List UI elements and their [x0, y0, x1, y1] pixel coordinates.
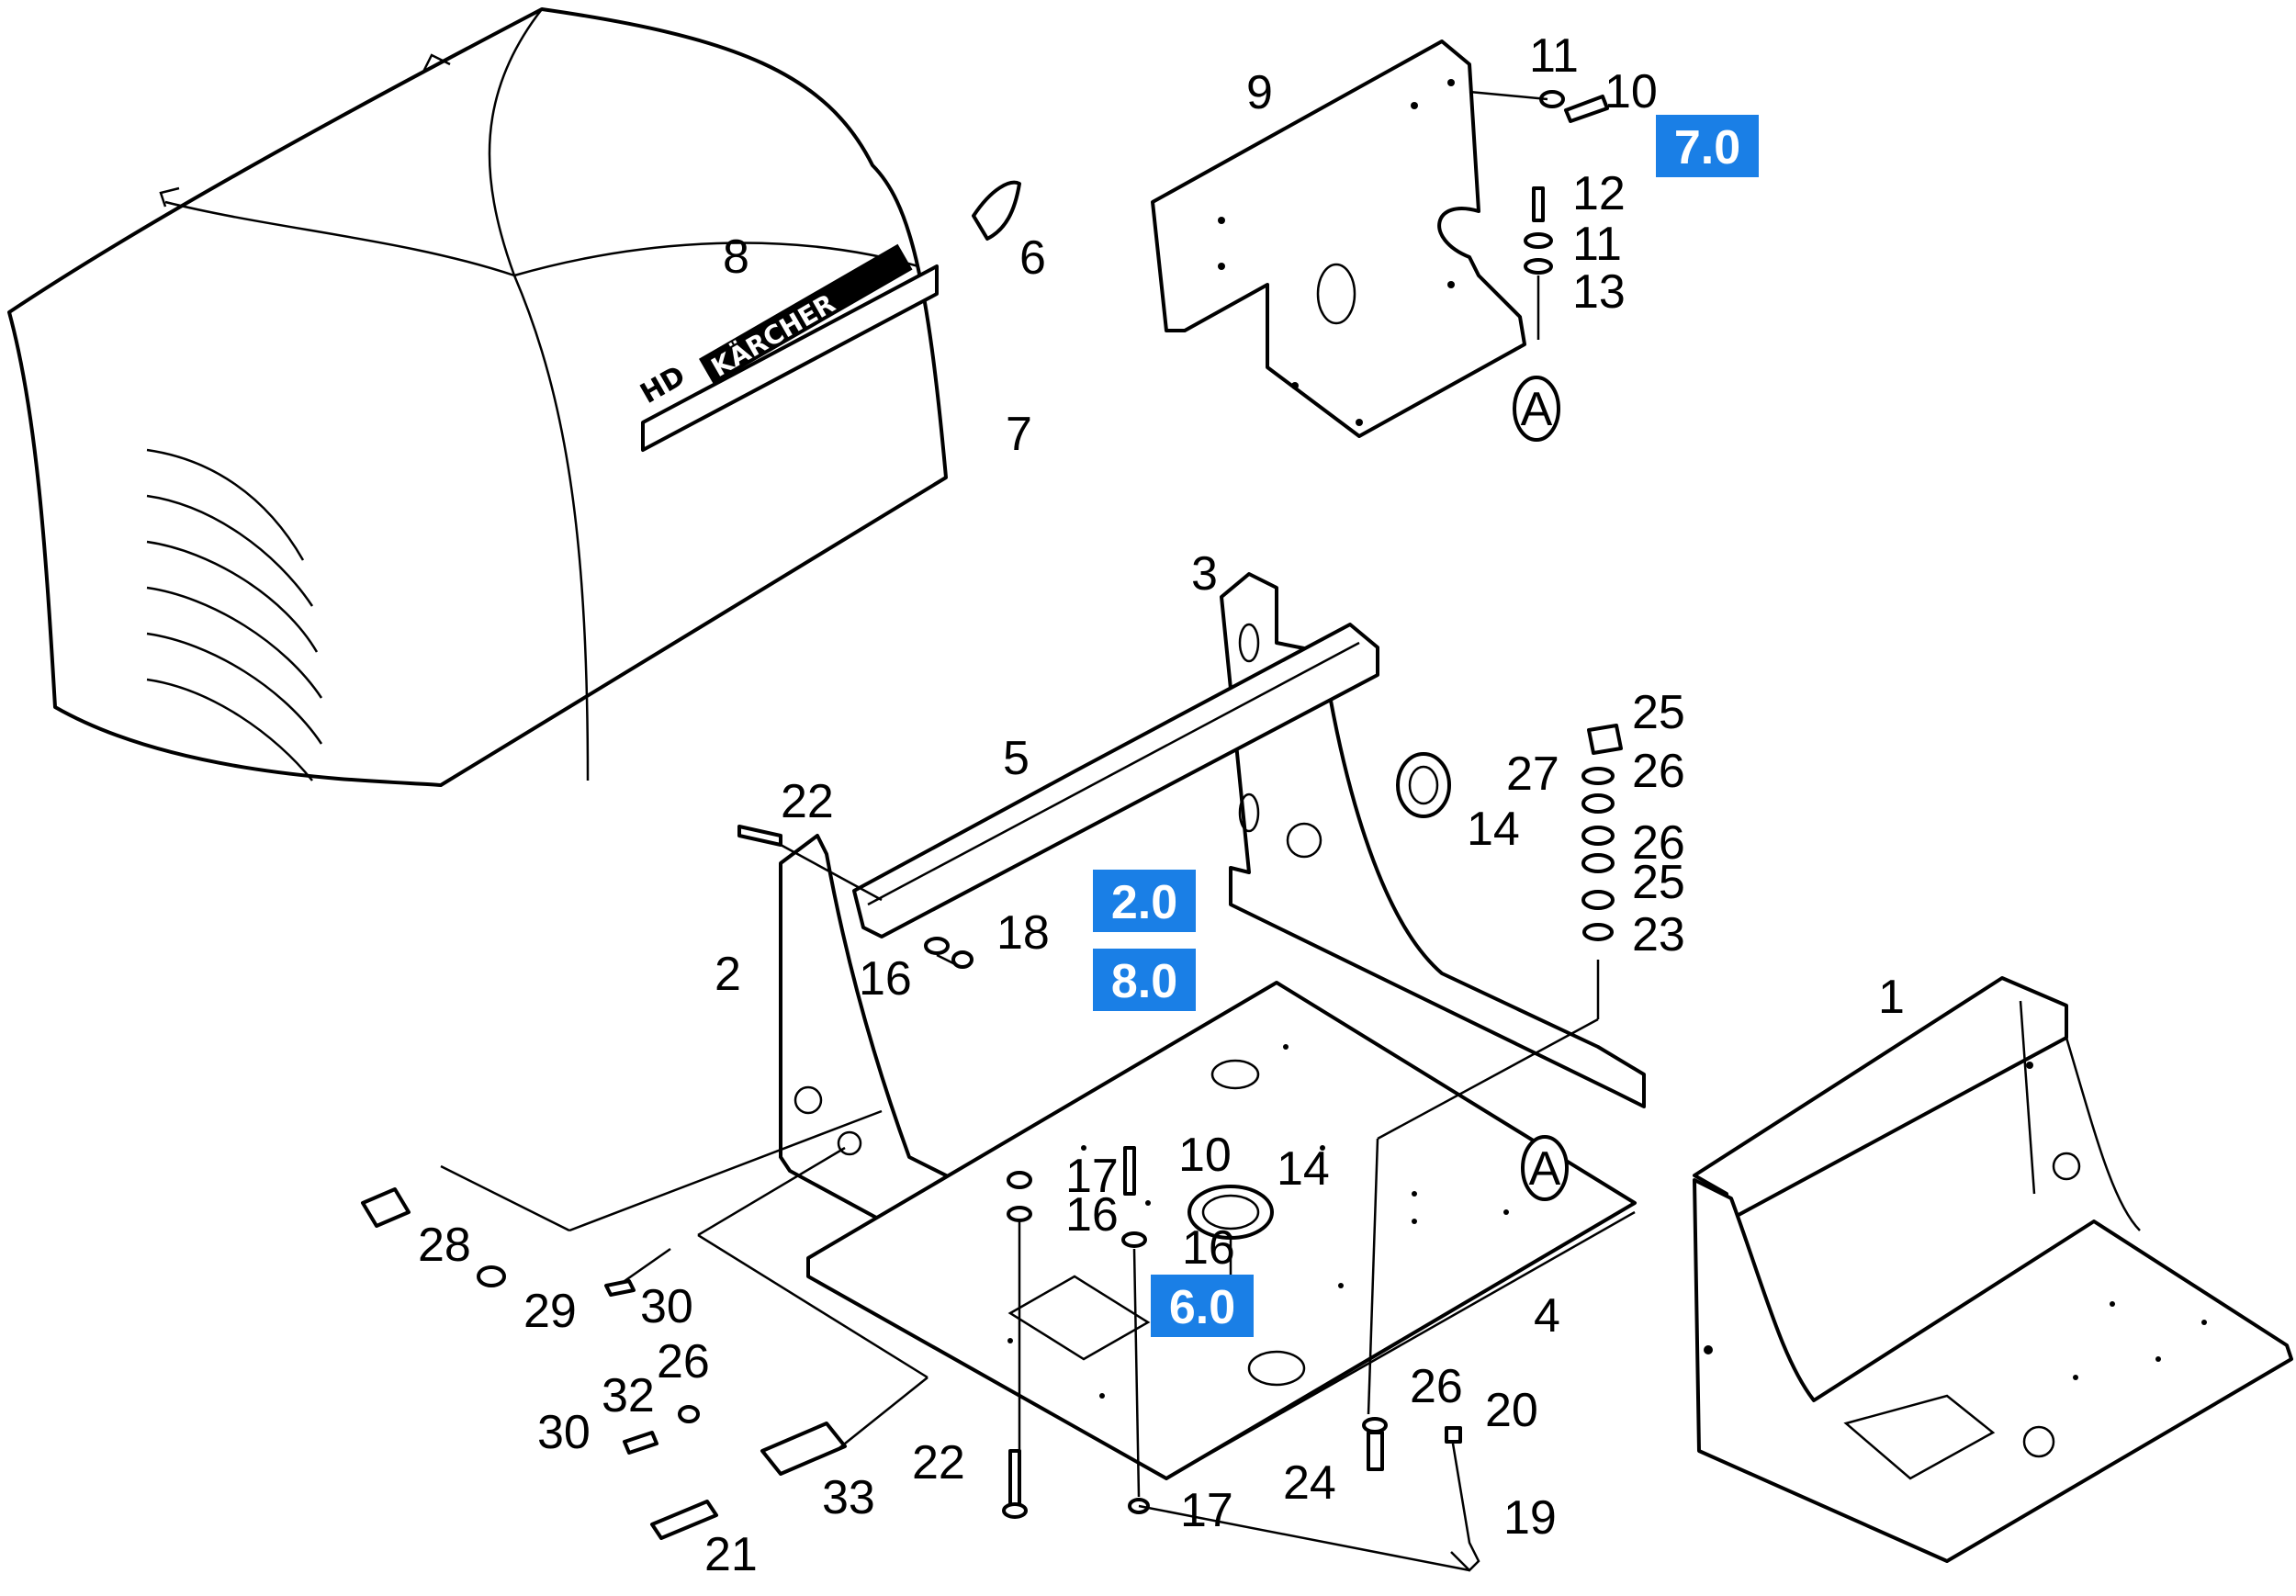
callout-26-a: 26	[1632, 745, 1685, 798]
callout-11-top: 11	[1529, 29, 1579, 83]
svg-text:6.0: 6.0	[1169, 1281, 1235, 1334]
marker-a-base: A	[1521, 1135, 1569, 1201]
callout-26-d: 26	[657, 1335, 710, 1388]
callout-16-a: 16	[859, 952, 912, 1006]
callout-14-base: 14	[1277, 1142, 1330, 1196]
reference-6-0[interactable]: 6.0	[1151, 1275, 1254, 1337]
reference-8-0[interactable]: 8.0	[1093, 949, 1196, 1011]
callout-2: 2	[715, 948, 741, 1001]
callout-26-b: 26	[1632, 816, 1685, 870]
reference-2-0[interactable]: 2.0	[1093, 870, 1196, 932]
reference-7-0[interactable]: 7.0	[1656, 115, 1759, 177]
callout-12: 12	[1572, 167, 1626, 220]
callout-27: 27	[1506, 747, 1559, 801]
callout-30-a: 30	[640, 1280, 693, 1333]
callout-19: 19	[1503, 1491, 1557, 1545]
callout-33: 33	[822, 1471, 875, 1524]
small-parts	[361, 90, 1623, 1572]
callout-10-base: 10	[1178, 1129, 1232, 1182]
callout-30-b: 30	[537, 1406, 591, 1459]
callout-16-b: 16	[1065, 1188, 1119, 1242]
callout-7: 7	[1006, 408, 1032, 461]
frame-rear	[852, 572, 1646, 1108]
callout-10-top: 10	[1604, 65, 1658, 118]
callout-22-top: 22	[781, 775, 834, 828]
callout-26-c: 26	[1410, 1360, 1463, 1413]
callout-16-c: 16	[1182, 1221, 1235, 1275]
svg-text:8.0: 8.0	[1111, 955, 1177, 1008]
callout-24: 24	[1283, 1456, 1336, 1510]
svg-text:A: A	[1529, 1142, 1561, 1196]
callout-17-a: 17	[1065, 1150, 1119, 1203]
callout-21: 21	[704, 1528, 758, 1581]
clip-part-6	[972, 180, 1021, 241]
nut-25-top	[1587, 724, 1623, 755]
callout-3: 3	[1191, 547, 1218, 601]
callout-18: 18	[996, 906, 1050, 960]
bracket-plate	[1151, 39, 1526, 438]
callout-17-b: 17	[1180, 1484, 1233, 1537]
callout-13: 13	[1572, 265, 1626, 319]
leader-lines	[440, 90, 1600, 1572]
callout-32: 32	[602, 1369, 655, 1422]
cover-hood: KÄRCHER HD	[7, 7, 1021, 787]
callout-5: 5	[1003, 732, 1030, 785]
callout-8: 8	[723, 230, 749, 284]
grommet-14-upper	[1396, 752, 1451, 818]
svg-text:A: A	[1521, 383, 1553, 436]
callout-11-mid: 11	[1572, 218, 1622, 271]
callout-25-mid: 25	[1632, 856, 1685, 909]
callout-labels: 1 2 3 4 5 6 7 8 9 10 10 11 11 12 13 14 1…	[418, 29, 1905, 1581]
marker-a-top: A	[1513, 376, 1560, 442]
callout-1: 1	[1878, 971, 1905, 1024]
callout-4: 4	[1534, 1289, 1560, 1343]
callout-28: 28	[418, 1219, 471, 1272]
callout-29: 29	[523, 1285, 577, 1338]
svg-text:2.0: 2.0	[1111, 876, 1177, 929]
frame-assembly-overview	[1693, 976, 2293, 1563]
callout-22-bottom: 22	[912, 1436, 965, 1489]
callout-23: 23	[1632, 908, 1685, 961]
svg-text:7.0: 7.0	[1674, 121, 1740, 174]
fitting-28	[361, 1187, 411, 1228]
connector-33	[760, 1422, 847, 1476]
callout-25-top: 25	[1632, 686, 1685, 739]
callout-14-upper: 14	[1467, 803, 1520, 856]
frame-front-base	[779, 834, 1637, 1480]
callout-20: 20	[1485, 1384, 1538, 1437]
callout-9: 9	[1246, 66, 1273, 119]
callout-6: 6	[1019, 231, 1046, 285]
